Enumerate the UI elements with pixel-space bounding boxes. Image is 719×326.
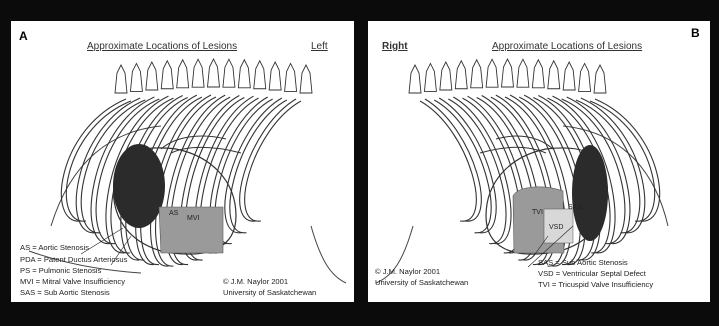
legend-item: TVI = Tricuspid Valve Insufficiency	[538, 281, 653, 289]
legend-item: MVI = Mitral Valve Insufficiency	[20, 278, 125, 286]
credit-line: © J.M. Naylor 2001	[223, 278, 288, 286]
credit-line: University of Saskatchewan	[223, 289, 316, 297]
label-vsd: VSD	[549, 224, 563, 231]
side-label: Left	[311, 42, 328, 52]
panel-title: Approximate Locations of Lesions	[492, 42, 642, 52]
legend-item: SAS = Sub Aortic Stenosis	[20, 289, 110, 297]
panel-b: B Right Approximate Locations of Lesions…	[368, 21, 710, 302]
legend-item: VSD = Ventricular Septal Defect	[538, 270, 646, 278]
panel-letter: B	[691, 27, 700, 39]
credit-line: © J.M. Naylor 2001	[375, 268, 440, 276]
legend-item: AS = Aortic Stenosis	[20, 244, 89, 252]
lesion-dark-a	[113, 144, 165, 228]
label-tvi: TVI	[532, 209, 543, 216]
legend-item: SAS = Sub Aortic Stenosis	[538, 259, 628, 267]
side-label: Right	[382, 42, 408, 52]
legend-item: PDA = Patent Ductus Arteriosus	[20, 256, 127, 264]
label-mvi: MVI	[187, 215, 199, 222]
label-sas: SAS	[568, 204, 582, 211]
panel-a: A Approximate Locations of Lesions Left …	[11, 21, 354, 302]
label-as: AS	[169, 210, 178, 217]
legend-item: PS = Pulmonic Stenosis	[20, 267, 101, 275]
panel-letter: A	[19, 30, 28, 42]
credit-line: University of Saskatchewan	[375, 279, 468, 287]
lesion-dark-b	[572, 145, 608, 241]
panel-title: Approximate Locations of Lesions	[87, 42, 237, 52]
